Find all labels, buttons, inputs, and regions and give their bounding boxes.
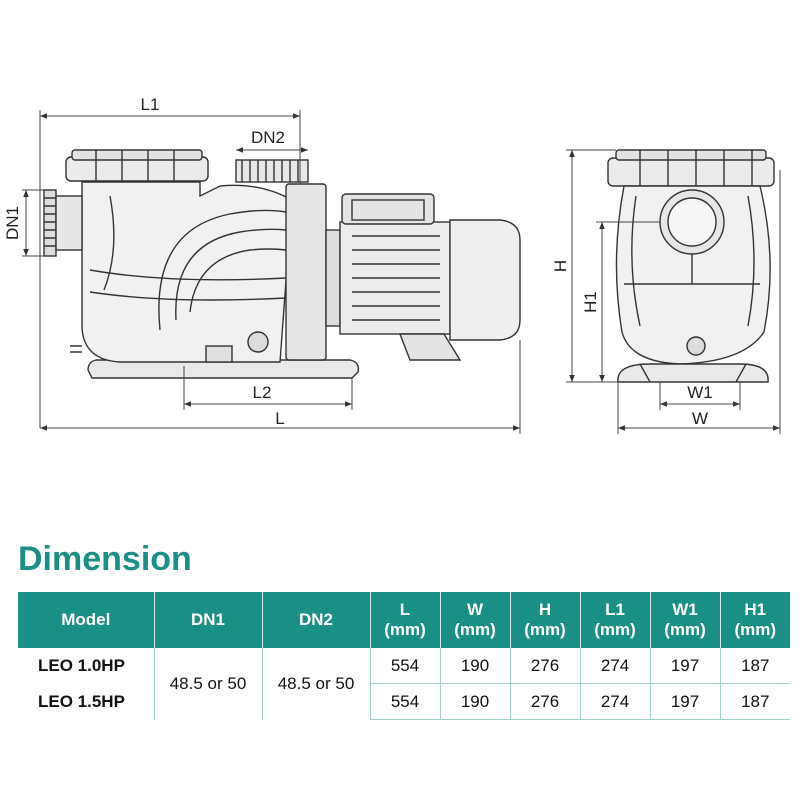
- label-dn2: DN2: [251, 128, 285, 147]
- cell-w1: 197: [649, 683, 720, 720]
- pump-side-view: [43, 149, 521, 379]
- dimension-table: Model DN1 DN2 L(mm) W(mm) H(mm) L1(mm) W…: [18, 592, 790, 720]
- dimension-labels: L1 DN2 DN1 L2 L H H1 W1 W: [3, 95, 713, 428]
- cell-l1: 274: [579, 648, 650, 684]
- header-l: L(mm): [369, 592, 440, 648]
- header-dn2: DN2: [261, 592, 370, 648]
- label-dn1: DN1: [3, 206, 22, 240]
- header-w1: W1(mm): [649, 592, 720, 648]
- table-row: LEO 1.0HP 48.5 or 50 48.5 or 50 554 190 …: [18, 648, 790, 720]
- label-h1: H1: [581, 291, 600, 313]
- cell-dn1: 48.5 or 50: [153, 648, 262, 720]
- cell-h1: 187: [719, 648, 790, 684]
- row-model: LEO 1.0HP: [38, 655, 125, 675]
- cell-h1: 187: [719, 683, 790, 720]
- label-w: W: [692, 409, 708, 428]
- header-model: Model: [18, 592, 154, 648]
- table-row: LEO 1.5HP 554 190 276 274 197 187: [18, 683, 790, 720]
- section-title: Dimension: [18, 540, 192, 578]
- cell-w1: 197: [649, 648, 720, 684]
- cell-w: 190: [439, 683, 510, 720]
- cell-h: 276: [509, 683, 580, 720]
- cell-l: 554: [369, 683, 440, 720]
- cell-l1: 274: [579, 683, 650, 720]
- table-header-row: Model DN1 DN2 L(mm) W(mm) H(mm) L1(mm) W…: [18, 592, 790, 648]
- dimension-lines: [22, 110, 781, 434]
- label-l2: L2: [253, 383, 272, 402]
- header-dn1: DN1: [153, 592, 262, 648]
- cell-l: 554: [369, 648, 440, 684]
- label-l: L: [275, 409, 284, 428]
- cell-h: 276: [509, 648, 580, 684]
- cell-dn2: 48.5 or 50: [261, 648, 370, 720]
- row-model: LEO 1.5HP: [38, 691, 125, 711]
- header-h1: H1(mm): [719, 592, 790, 648]
- header-h: H(mm): [509, 592, 580, 648]
- label-l1: L1: [141, 95, 160, 114]
- header-w: W(mm): [439, 592, 510, 648]
- label-w1: W1: [687, 383, 713, 402]
- cell-w: 190: [439, 648, 510, 684]
- pump-front-view: [607, 149, 775, 383]
- pump-dimension-drawing: L1 DN2 DN1 L2 L H H1 W1 W: [3, 95, 781, 434]
- label-h: H: [551, 260, 570, 272]
- header-l1: L1(mm): [579, 592, 650, 648]
